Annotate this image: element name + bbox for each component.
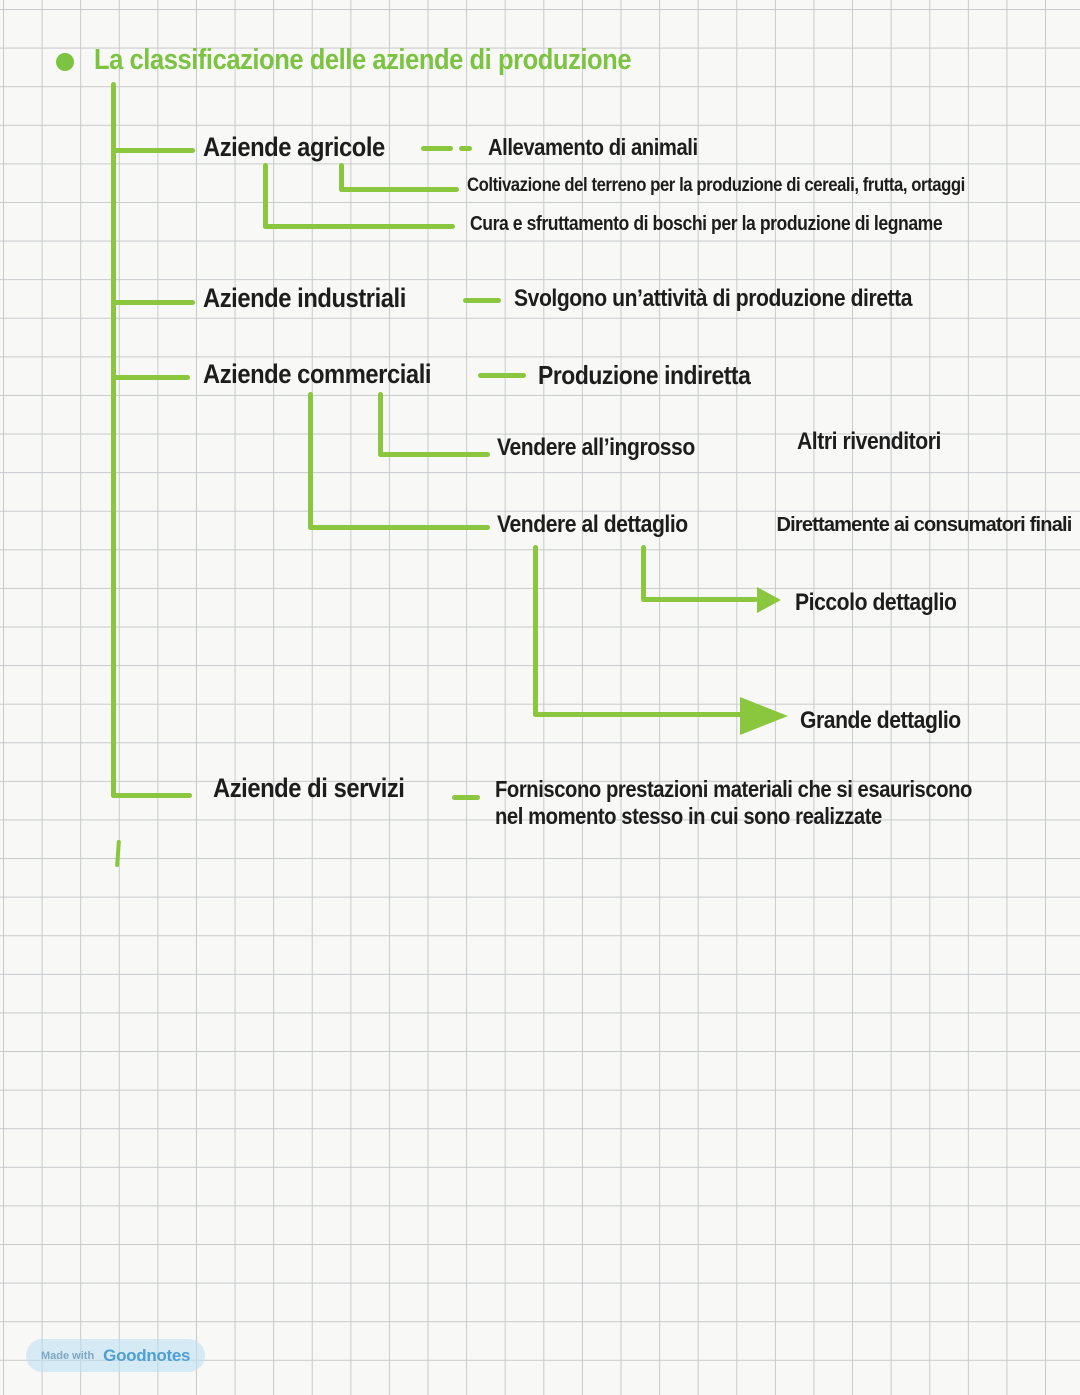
note-coltivazione: Coltivazione del terreno per la produzio… [467, 175, 965, 196]
dash-commerciali [478, 373, 526, 378]
goodnotes-logo: Goodnotes [103, 1345, 191, 1365]
watermark-prefix: Made with [41, 1349, 95, 1362]
connector-ingrosso-h [378, 452, 490, 457]
node-label-agricole: Aziende agricole [203, 132, 385, 162]
arrow-grande-h [533, 712, 742, 717]
tree-spine-line [111, 82, 116, 798]
dash-industriali [463, 298, 501, 303]
bullet-point [56, 53, 74, 71]
goodnotes-watermark: Made with Goodnotes [26, 1339, 206, 1372]
node-label-ingrosso: Vendere all’ingrosso [497, 434, 695, 461]
connector-dettaglio-h [308, 525, 490, 530]
node-label-servizi: Aziende di servizi [213, 773, 405, 803]
note-cura: Cura e sfruttamento di boschi per la pro… [470, 213, 943, 235]
connector-cura-h [263, 224, 455, 229]
dash-servizi [452, 795, 480, 800]
note-industriali: Svolgono un’attività di produzione diret… [514, 285, 913, 312]
note-allevamento: Allevamento di animali [488, 134, 698, 160]
branch-line-servizi [111, 793, 192, 798]
connector-coltivazione-v [339, 163, 344, 192]
note-commerciali: Produzione indiretta [538, 360, 751, 390]
pen-stroke-tail [115, 839, 121, 868]
branch-line-industriali [111, 300, 195, 305]
note-direttamente: Direttamente ai consumatori finali [776, 514, 1072, 536]
arrow-piccolo-v [641, 545, 646, 601]
node-label-industriali: Aziende industriali [203, 283, 406, 313]
connector-coltivazione-h [339, 187, 459, 192]
arrow-grande-head [740, 697, 788, 735]
node-label-piccolo: Piccolo dettaglio [795, 589, 957, 616]
branch-line-agricole [111, 148, 195, 153]
note-servizi-line2: nel momento stesso in cui sono realizzat… [495, 803, 882, 829]
node-label-dettaglio: Vendere al dettaglio [497, 511, 688, 538]
node-label-grande: Grande dettaglio [800, 707, 961, 734]
note-servizi-line1: Forniscono prestazioni materiali che si … [495, 776, 972, 802]
dash-agricole-a [421, 146, 453, 151]
node-label-commerciali: Aziende commerciali [203, 359, 432, 389]
arrow-grande-v [533, 545, 538, 717]
page-title: La classificazione delle aziende di prod… [94, 44, 632, 76]
dash-agricole-b [459, 146, 472, 151]
branch-line-commerciali [111, 375, 190, 380]
note-altri-rivenditori: Altri rivenditori [797, 428, 941, 455]
arrow-piccolo-head [757, 587, 781, 613]
arrow-piccolo-h [641, 597, 758, 602]
connector-dettaglio-v [308, 392, 313, 530]
connector-cura-v [263, 163, 268, 229]
connector-ingrosso-v [378, 392, 383, 457]
